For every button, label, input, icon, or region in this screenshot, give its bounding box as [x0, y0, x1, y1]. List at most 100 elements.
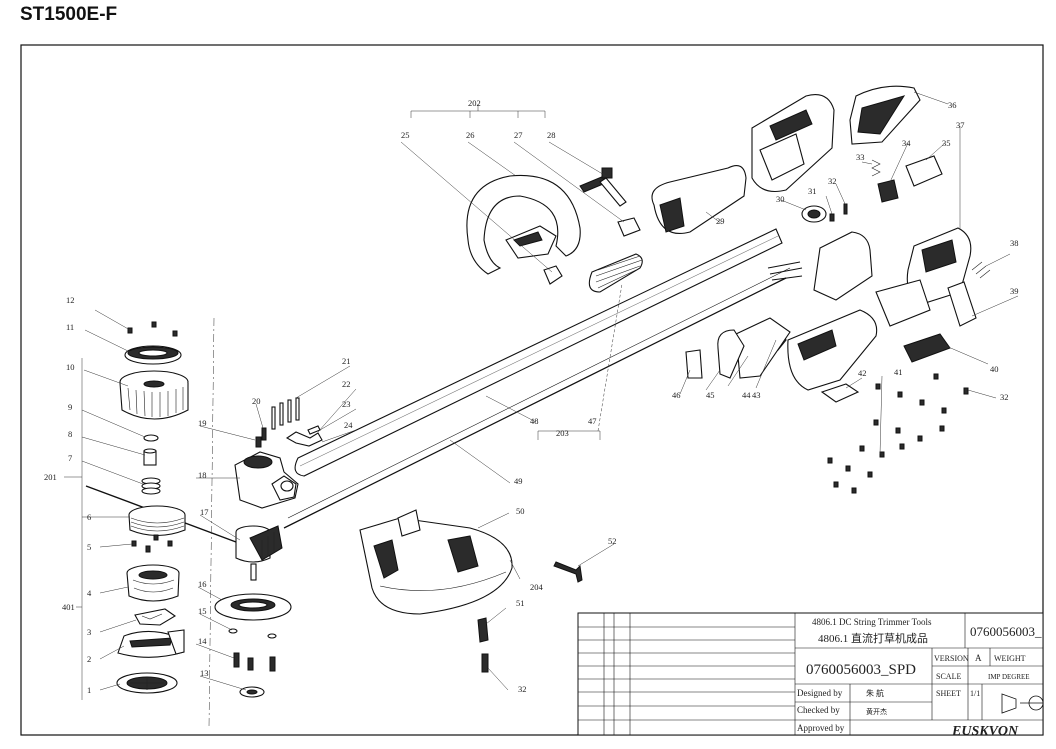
handle-assembly-202: [466, 167, 643, 293]
callout-50: 50: [516, 506, 525, 516]
clip-3: [134, 608, 177, 626]
callout-39: 39: [1010, 286, 1019, 296]
callout-33: 33: [856, 152, 865, 162]
callout-20: 20: [252, 396, 261, 406]
base-cover-2: [117, 629, 185, 658]
callout-27: 27: [514, 130, 523, 140]
battery-housing: [751, 94, 835, 193]
callout-26: 26: [466, 130, 475, 140]
leader-lines: [64, 91, 1019, 700]
hub-4: [126, 564, 180, 602]
guard-50: [359, 517, 513, 615]
callout-401: 401: [62, 602, 75, 612]
bushing-8: [143, 448, 157, 466]
bracket-22: [285, 431, 323, 447]
callout-31: 31: [808, 186, 817, 196]
spring-33: [871, 159, 881, 177]
ring-11: [124, 345, 182, 365]
main-handle-assembly: [651, 85, 991, 494]
callout-42: 42: [858, 368, 867, 378]
title-checked-label: Checked by: [797, 705, 840, 715]
callout-49: 49: [514, 476, 523, 486]
callout-7: 7: [68, 453, 72, 463]
spring-38: [971, 261, 991, 279]
button-34: [877, 179, 899, 203]
title-desc-en: 4806.1 DC String Trimmer Tools: [812, 617, 932, 627]
callout-2: 2: [87, 654, 91, 664]
screw-12: [127, 321, 178, 337]
callout-38: 38: [1010, 238, 1019, 248]
callout-34: 34: [902, 138, 911, 148]
callout-47: 47: [588, 416, 597, 426]
title-desc-cn: 4806.1 直流打草机成品: [818, 631, 928, 645]
callout-51: 51: [516, 598, 525, 608]
washer-15: [228, 628, 277, 639]
callout-4: 4: [87, 588, 92, 598]
callout-32a: 32: [828, 176, 837, 186]
title-approved-label: Approved by: [797, 723, 845, 733]
spool-6: [85, 485, 237, 543]
screw-32-bottom: [481, 653, 489, 673]
callout-201: 201: [44, 472, 57, 482]
screw-51: [477, 617, 489, 643]
title-brand: EUSKVON: [951, 724, 1019, 739]
callout-203: 203: [556, 428, 569, 438]
motor-handle-body: [787, 309, 878, 391]
motor-17: [235, 525, 283, 581]
callout-11: 11: [66, 322, 74, 332]
callout-41: 41: [894, 367, 903, 377]
callout-17: 17: [200, 507, 209, 517]
lever-42: [820, 383, 860, 403]
callout-16: 16: [198, 579, 207, 589]
callout-1: 1: [87, 685, 91, 695]
callout-35: 35: [942, 138, 951, 148]
callout-37: 37: [956, 120, 965, 130]
callout-32b: 32: [1000, 392, 1009, 402]
callout-29: 29: [716, 216, 725, 226]
title-degree-label: IMP DEGREE: [988, 673, 1030, 681]
callout-13: 13: [200, 668, 209, 678]
callout-19: 19: [198, 418, 207, 428]
title-sheet-value: 1/1: [970, 689, 980, 698]
title-sheet-label: SHEET: [936, 689, 961, 698]
callout-24: 24: [344, 420, 353, 430]
guard-assembly-204: [359, 509, 583, 673]
callout-28: 28: [547, 130, 556, 140]
title-designed-value: 朱 航: [866, 688, 884, 698]
string-head-assembly: [85, 321, 237, 694]
switch-cover-35: [905, 155, 943, 187]
callout-10: 10: [66, 362, 75, 372]
callout-32c: 32: [518, 684, 527, 694]
nut-13: [239, 686, 265, 698]
screw-31: [829, 213, 835, 222]
callout-6: 6: [87, 512, 91, 522]
motor-housing-18: [234, 451, 299, 509]
title-part-no: 0760056003_: [970, 624, 1042, 639]
left-housing: [813, 231, 873, 301]
callout-48: 48: [530, 416, 539, 426]
title-weight-label: WEIGHT: [994, 654, 1026, 663]
callout-202: 202: [468, 98, 481, 108]
callout-45: 45: [706, 390, 715, 400]
title-designed-label: Designed by: [797, 688, 843, 698]
blade-key-52: [553, 561, 583, 583]
head-cover-10: [119, 370, 189, 420]
pin-20: [261, 427, 267, 441]
title-drawing-no: 0760056003_SPD: [806, 662, 916, 678]
cover-46: [685, 349, 703, 379]
callout-43: 43: [752, 390, 761, 400]
callout-12: 12: [66, 295, 75, 305]
title-checked-value: 黄开杰: [866, 707, 887, 716]
callout-21: 21: [342, 356, 351, 366]
callout-3: 3: [87, 627, 91, 637]
screws-41: [827, 373, 969, 494]
screw-5: [131, 534, 173, 553]
callout-22: 22: [342, 379, 351, 389]
title-scale-label: SCALE: [936, 672, 961, 681]
switch-board-44: [735, 317, 791, 379]
callout-30: 30: [776, 194, 785, 204]
foam-grip-47: [588, 253, 643, 293]
knob-28: [579, 167, 627, 207]
callout-46: 46: [672, 390, 681, 400]
